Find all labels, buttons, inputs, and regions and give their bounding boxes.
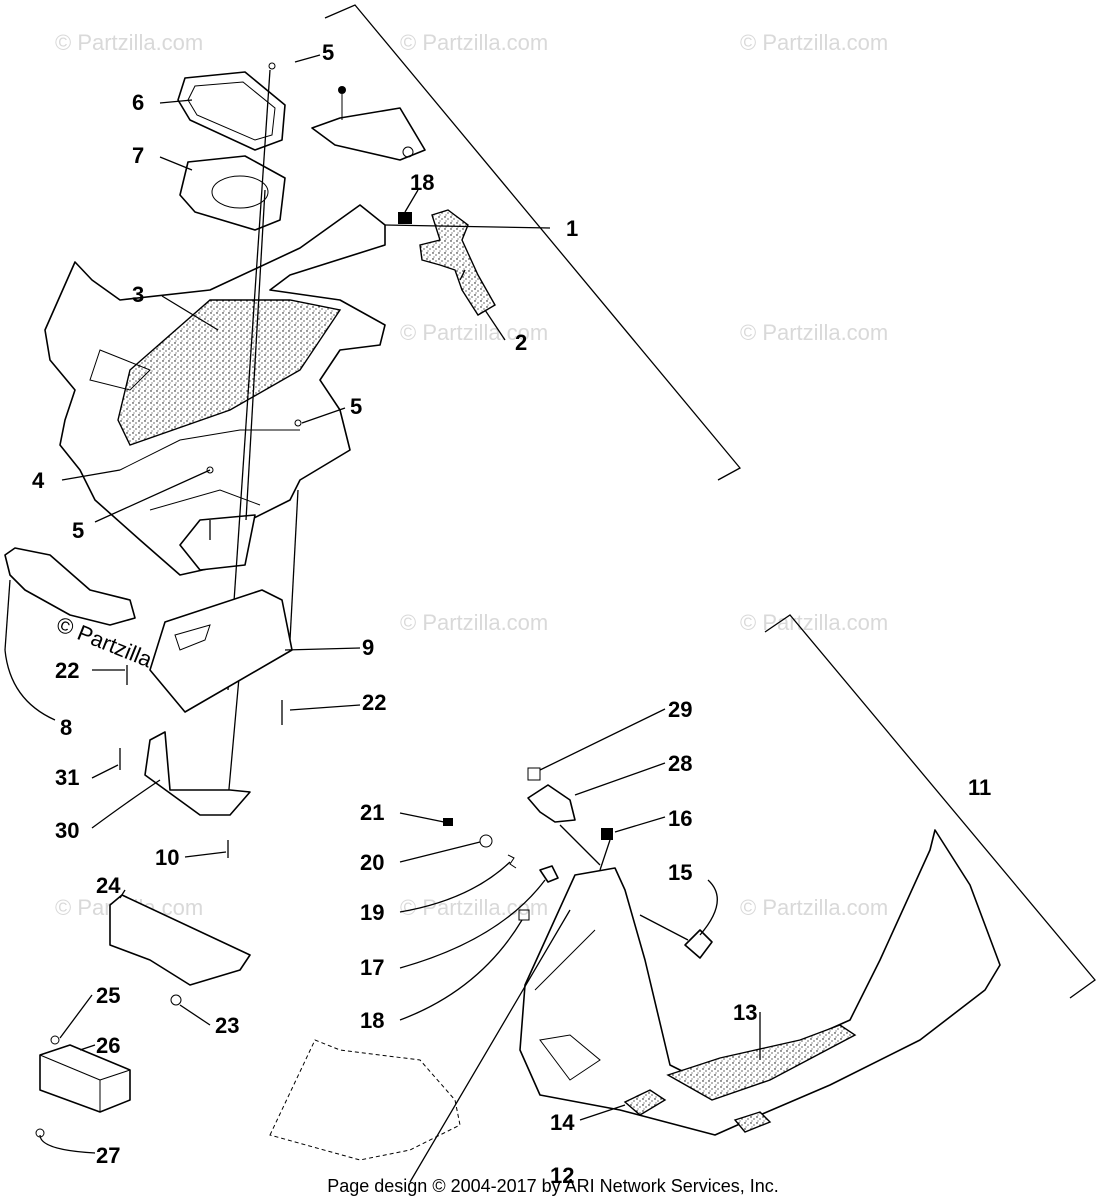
assembly-bracket-1 (324, 4, 742, 481)
knob-part-15 (684, 929, 713, 959)
callout-2: 2 (515, 330, 527, 355)
callout-9: 9 (362, 635, 374, 660)
cover-part-8 (4, 547, 136, 626)
callout-4: 4 (32, 468, 45, 493)
callout-18-bottom: 18 (360, 1008, 384, 1033)
foam-pad-part-2 (419, 209, 496, 316)
callout-5-top: 5 (322, 40, 334, 65)
fasteners-left (35, 62, 302, 1138)
callout-29: 29 (668, 697, 692, 722)
callout-28: 28 (668, 751, 692, 776)
callout-11: 11 (968, 775, 991, 800)
module-part-26 (39, 1044, 131, 1113)
hood-part-3 (44, 204, 386, 576)
callout-22-left: 22 (55, 658, 79, 683)
callout-5-left: 5 (72, 518, 84, 543)
callout-5-mid: 5 (350, 394, 362, 419)
callout-10: 10 (155, 845, 179, 870)
callout-25: 25 (96, 983, 120, 1008)
watermark: © Partzilla.com (400, 320, 548, 345)
watermark: © Partzilla.com (740, 895, 888, 920)
callout-7: 7 (132, 143, 144, 168)
leader-line (245, 189, 266, 521)
callout-16: 16 (668, 806, 692, 831)
watermark: © Partzilla.com (55, 30, 203, 55)
top-clip-assembly (311, 86, 426, 161)
plate-part-7 (179, 155, 286, 231)
callout-3: 3 (132, 282, 144, 307)
callout-30: 30 (55, 818, 79, 843)
watermark: © Partzilla.com (740, 30, 888, 55)
callout-14: 14 (550, 1110, 575, 1135)
bracket-part-30 (144, 731, 251, 816)
callout-31: 31 (55, 765, 79, 790)
lower-bracket-assembly (269, 1039, 461, 1161)
callout-1: 1 (566, 216, 578, 241)
watermark: © Partzilla.com (400, 895, 548, 920)
fairing-part-11 (519, 829, 1001, 1136)
callout-labels: 5 6 7 18 1 3 2 5 4 5 9 22 22 8 31 30 10 … (32, 40, 991, 1188)
plate-part-9 (149, 589, 293, 713)
callout-27: 27 (96, 1143, 120, 1168)
callout-26: 26 (96, 1033, 120, 1058)
gasket-part-6 (177, 71, 286, 151)
callout-19: 19 (360, 900, 384, 925)
watermark: © Partzilla.com (740, 610, 888, 635)
clip-part-16 (601, 828, 613, 840)
assembly-bracket-11 (764, 614, 1096, 999)
callout-17: 17 (360, 955, 384, 980)
callout-21: 21 (360, 800, 384, 825)
part-29 (527, 767, 541, 781)
heat-shield-part-24 (109, 894, 251, 986)
callout-24: 24 (96, 873, 121, 898)
callout-23: 23 (215, 1013, 239, 1038)
callout-22-right: 22 (362, 690, 386, 715)
watermark: © Partzilla.com (400, 30, 548, 55)
leader-lines (4, 54, 761, 1183)
leader-line (227, 69, 271, 691)
callout-6: 6 (132, 90, 144, 115)
footer-copyright: Page design © 2004-2017 by ARI Network S… (327, 1176, 779, 1196)
callout-8: 8 (60, 715, 72, 740)
callout-15: 15 (668, 860, 692, 885)
clip-part-18-top (398, 212, 412, 224)
watermark: © Partzilla.com (400, 610, 548, 635)
bracket-part-28 (527, 784, 576, 823)
callout-12: 12 (550, 1163, 574, 1188)
watermark: © Partzilla.com (740, 320, 888, 345)
fasteners-right (443, 818, 559, 921)
leader-line (289, 489, 299, 641)
callout-13: 13 (733, 1000, 757, 1025)
callout-18-top: 18 (410, 170, 434, 195)
callout-20: 20 (360, 850, 384, 875)
